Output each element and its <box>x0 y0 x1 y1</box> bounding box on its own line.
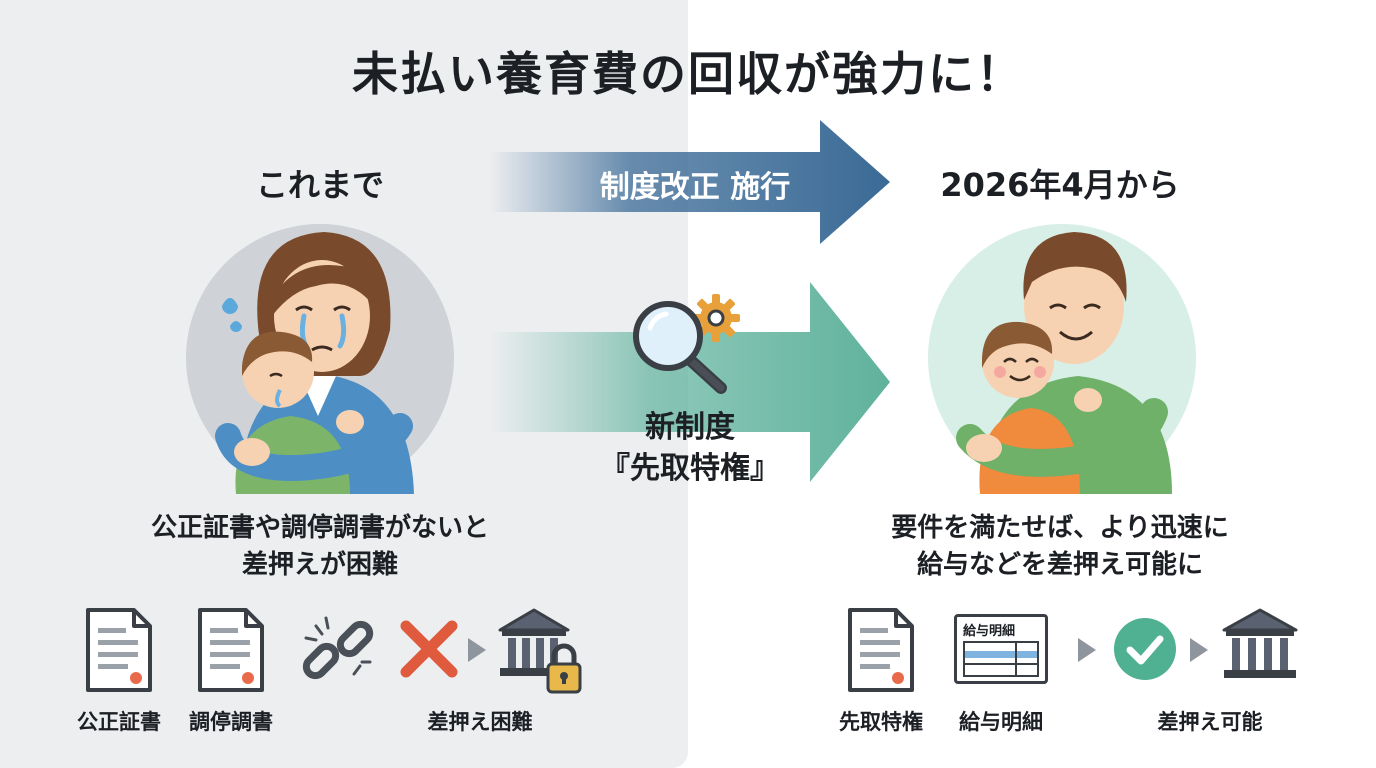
before-result-label: 差押え困難 <box>427 710 533 734</box>
mediation-record-document-icon <box>198 608 264 692</box>
check-icon <box>1114 618 1176 680</box>
bank-icon <box>1222 608 1298 678</box>
smiling-father-child-illustration <box>956 232 1172 494</box>
broken-chain-icon <box>302 616 374 680</box>
arrow-right-icon <box>468 638 486 662</box>
after-doc-label-0: 先取特権 <box>839 710 923 734</box>
notarial-deed-document-icon <box>86 608 152 692</box>
reform-label: 制度改正 施行 <box>599 170 791 205</box>
payslip-icon: 給与明細 <box>954 614 1048 684</box>
payslip-header: 給与明細 <box>963 624 1016 639</box>
before-caption: 公正証書や調停調書がないと 差押えが困難 <box>90 510 550 584</box>
preferential-right-document-icon <box>848 608 914 692</box>
new-system-label: 新制度 『先取特権』 <box>560 408 820 489</box>
payslip-table <box>963 641 1039 677</box>
crying-mother-child-illustration <box>215 232 414 494</box>
before-caption-line1: 公正証書や調停調書がないと <box>150 513 489 543</box>
new-system-arrow <box>490 282 890 482</box>
before-doc-label-0: 公正証書 <box>77 710 161 734</box>
after-caption: 要件を満たせば、より迅速に 給与などを差押え可能に <box>830 510 1290 584</box>
new-system-line1: 新制度 <box>645 410 735 445</box>
arrow-right-icon <box>1078 638 1096 662</box>
after-doc-label-1: 給与明細 <box>959 710 1043 734</box>
after-caption-line2: 給与などを差押え可能に <box>916 549 1203 580</box>
cross-icon <box>400 620 458 678</box>
reform-arrow <box>490 120 890 244</box>
after-result-label: 差押え可能 <box>1157 710 1263 734</box>
after-heading: 2026年4月から <box>940 166 1180 204</box>
bank-locked-icon <box>498 608 582 694</box>
after-caption-line1: 要件を満たせば、より迅速に <box>891 513 1229 543</box>
magnifier-gear-icon <box>633 294 740 394</box>
before-caption-line2: 差押えが困難 <box>241 549 398 580</box>
before-doc-label-1: 調停調書 <box>189 710 273 734</box>
page-title: 未払い養育費の回収が強力に！ <box>352 47 1024 101</box>
new-system-line2: 『先取特権』 <box>600 450 780 486</box>
arrow-right-icon <box>1190 638 1208 662</box>
before-heading: これまで <box>255 166 384 204</box>
